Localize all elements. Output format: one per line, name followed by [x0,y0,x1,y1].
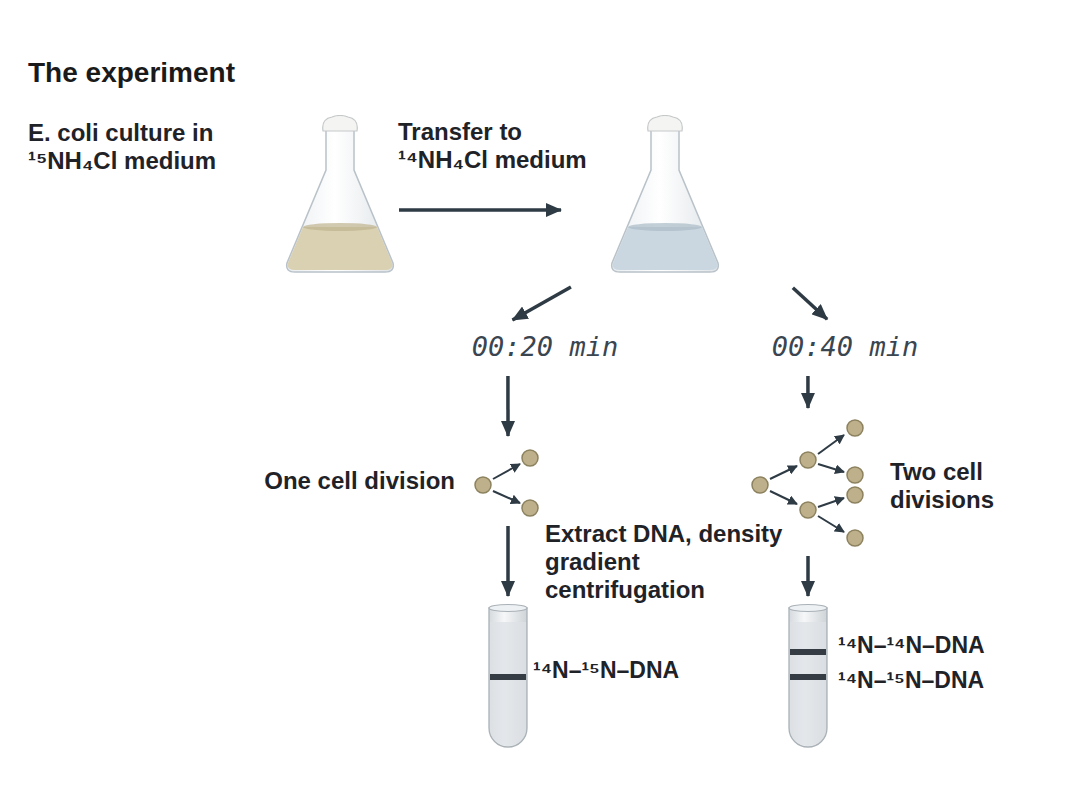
centrifuge-tube: ¹⁴N–¹⁵N–DNA [487,600,529,750]
process-arrow [506,376,510,436]
process-arrow [806,376,810,408]
process-arrow [806,556,810,596]
division-label: One cell division [264,467,455,495]
tube-glass [789,608,827,747]
density-gradient [790,622,826,746]
process-arrow [512,287,570,320]
band-label: ¹⁴N–¹⁵N–DNA [533,656,679,684]
dna-band [490,674,526,680]
flask-glass [612,129,719,272]
dna-band [790,649,826,655]
culture-medium [288,227,393,270]
edge-label: Transfer to ¹⁴NH₄Cl medium [398,118,603,174]
tube-rim [789,605,827,612]
medium-surface [628,223,702,231]
division-label: Two cell divisions [890,458,1040,514]
division-arrows [493,435,844,532]
tube-outline [487,600,529,750]
medium-surface [303,223,377,231]
flask-glass [287,129,394,272]
time-label: 00:20 min [455,330,635,364]
cotton-plug [323,116,358,132]
time-stamp: 00:20 min [455,322,635,372]
density-gradient [490,622,526,746]
dna-band [790,674,826,680]
process-arrow [506,526,510,596]
culture-flask: E. coli culture in ¹⁵NH₄Cl medium [285,115,395,277]
flask-outline [285,115,395,277]
time-label: 00:40 min [755,330,935,364]
centrifuge-tube: ¹⁴N–¹⁴N–DNA¹⁴N–¹⁵N–DNA [787,600,829,750]
culture-medium [613,227,718,270]
process-arrow [399,208,561,212]
band-label: ¹⁴N–¹⁵N–DNA [838,666,984,694]
tube-glass [489,608,527,747]
tube-outline [787,600,829,750]
edge-label: Extract DNA, density gradient centrifuga… [545,520,785,604]
flask-label: E. coli culture in ¹⁵NH₄Cl medium [28,119,278,175]
title: The experiment [28,56,235,90]
time-stamp: 00:40 min [755,322,935,372]
tube-rim [489,605,527,612]
band-label: ¹⁴N–¹⁴N–DNA [838,631,985,659]
cell-division-group: One cell division [470,440,545,522]
cotton-plug [648,116,683,132]
process-arrow [793,288,827,320]
